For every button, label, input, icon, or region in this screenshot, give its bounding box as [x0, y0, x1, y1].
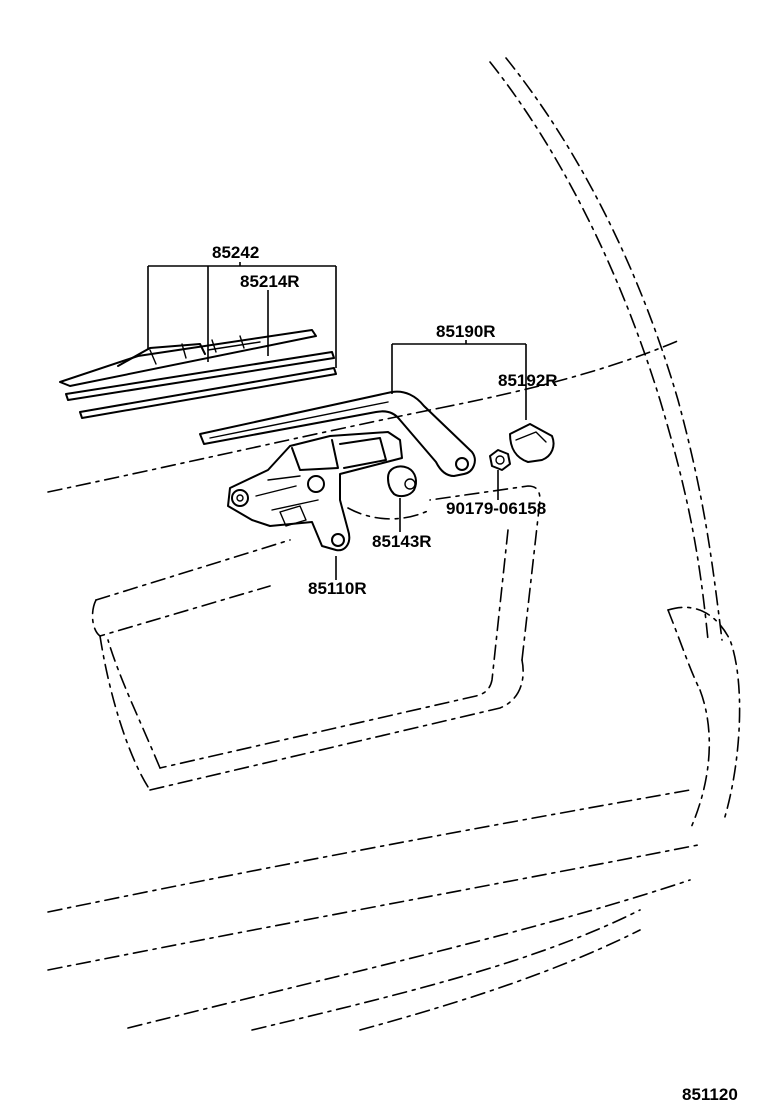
wiper-blade-assembly	[59, 329, 337, 419]
label-90179-06158: 90179-06158	[446, 499, 546, 518]
vehicle-body-outline	[47, 57, 741, 1031]
figure-number: 851120	[682, 1085, 738, 1104]
pivot-cap	[387, 465, 417, 498]
wiper-motor	[227, 431, 403, 552]
label-85143R: 85143R	[372, 532, 432, 551]
leader-lines	[147, 262, 527, 580]
label-85214R: 85214R	[240, 272, 300, 291]
nut	[489, 449, 511, 471]
wiper-arm	[199, 390, 476, 477]
label-85110R: 85110R	[308, 579, 367, 598]
part-labels: 85242 85214R 85190R 85192R 90179-06158 8…	[212, 243, 558, 598]
arm-cap	[509, 423, 555, 463]
label-85242: 85242	[212, 243, 259, 262]
label-85192R: 85192R	[498, 371, 558, 390]
label-85190R: 85190R	[436, 322, 496, 341]
